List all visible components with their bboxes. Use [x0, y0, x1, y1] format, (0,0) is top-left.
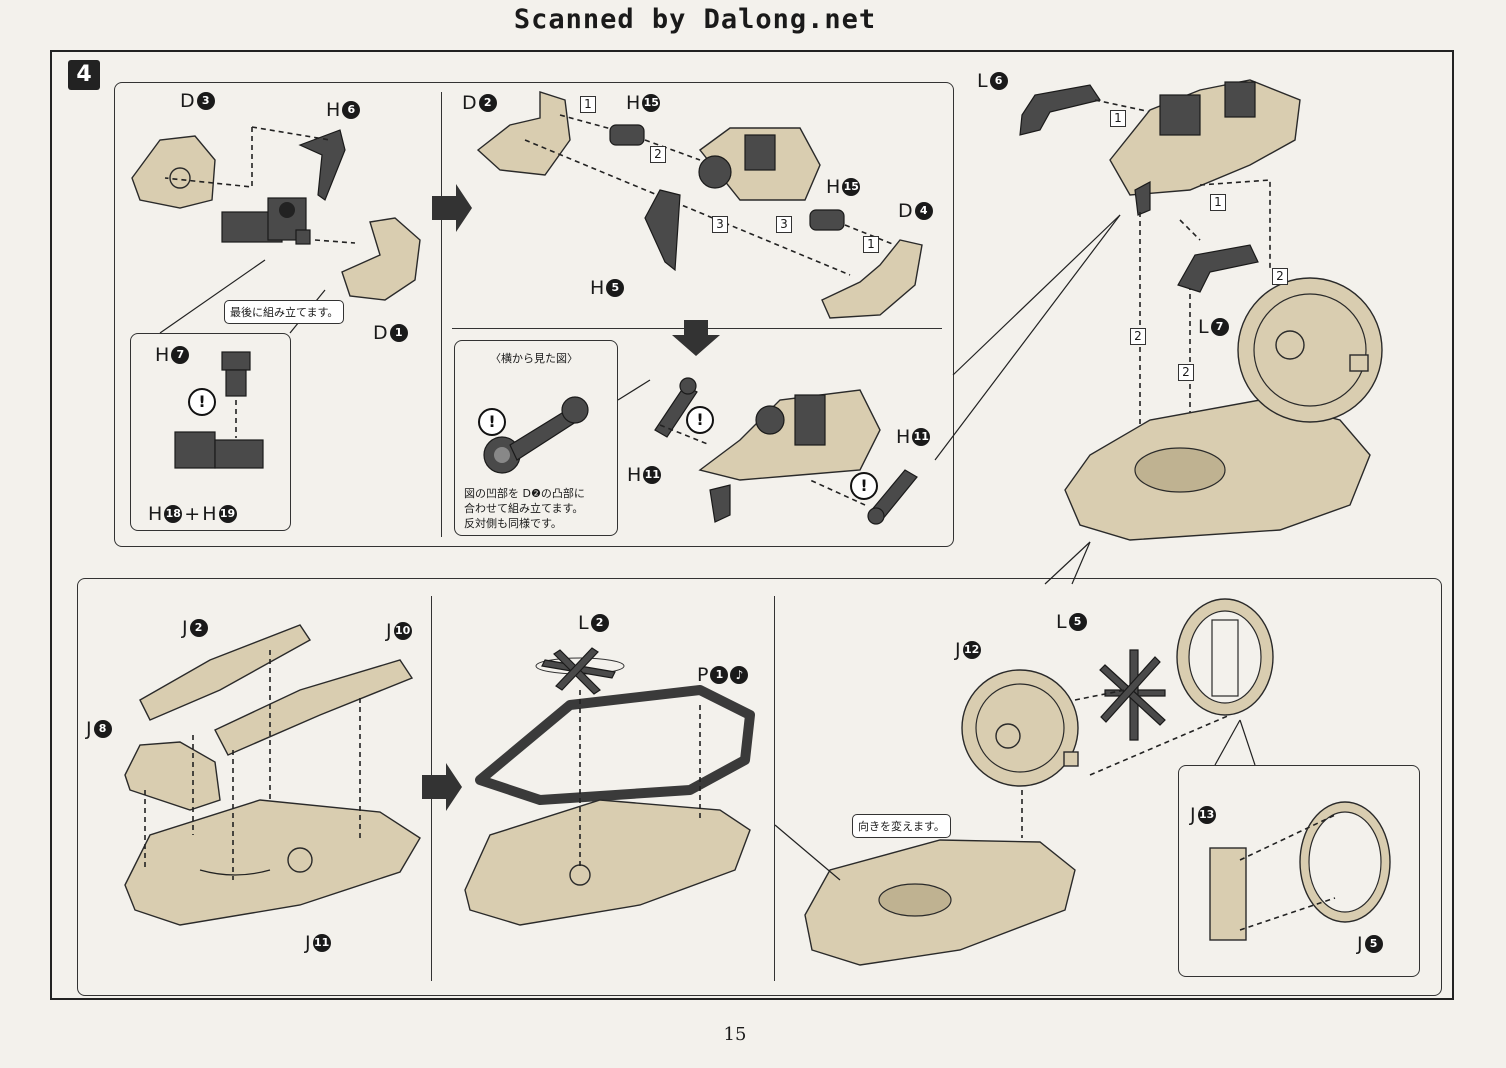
- fan-ring-illustration: [1176, 598, 1274, 716]
- change-direction-note: 向きを変えます。: [852, 814, 951, 838]
- side-view-title: 〈横から見た図〉: [490, 352, 578, 365]
- p1-frame-illustration: [475, 685, 755, 805]
- panel-divider: [774, 596, 775, 981]
- lower-assembly-panel: [77, 578, 1442, 996]
- order-mark: 1: [1110, 110, 1126, 127]
- warning-icon: !: [850, 472, 878, 500]
- h7-detail-panel: [130, 333, 291, 531]
- order-mark: 1: [1210, 194, 1226, 211]
- order-mark: 2: [1178, 364, 1194, 381]
- step-frame: [50, 50, 1454, 1000]
- watermark-text: Scanned by Dalong.net: [513, 4, 877, 35]
- l6-part-illustration: [1019, 84, 1101, 136]
- order-mark: 1: [863, 236, 879, 253]
- h11-link-illustration-2: [867, 469, 918, 525]
- step-number: 4: [68, 60, 100, 90]
- fan-ring-detail-panel: [1178, 765, 1420, 977]
- order-mark: 3: [712, 216, 728, 233]
- l2-fan-illustration: [535, 647, 625, 695]
- warning-icon: !: [686, 406, 714, 434]
- j2-part-illustration: [139, 624, 312, 721]
- j13-hinge-illustration: [1209, 847, 1247, 941]
- panel-divider: [441, 92, 442, 537]
- down-arrow: [672, 320, 720, 356]
- upper-assembly-panel: [114, 82, 954, 547]
- h5-part-illustration: [644, 189, 681, 272]
- order-mark: 3: [776, 216, 792, 233]
- order-mark: 2: [1272, 268, 1288, 285]
- side-view-panel: [454, 340, 618, 536]
- j11-base-illustration: [124, 799, 421, 926]
- h15-part-illustration: [609, 124, 645, 146]
- weapon-assembly-illustration: [1109, 79, 1301, 216]
- d1-part-illustration: [341, 217, 421, 301]
- j8-part-illustration: [124, 741, 221, 811]
- warning-icon: !: [188, 388, 216, 416]
- hovercraft-base-illustration: [464, 799, 751, 926]
- page-number: 15: [723, 1024, 747, 1045]
- h15-part-illustration-2: [809, 209, 845, 231]
- d4-part-illustration: [821, 239, 923, 319]
- side-view-note: 図の凹部を D❷の凸部に 合わせて組み立てます。 反対側も同様です。: [464, 487, 585, 530]
- hovercraft-body-illustration: [1064, 277, 1383, 541]
- ring-detail-illustration: [1299, 801, 1391, 923]
- music-note-icon: ♪: [730, 666, 749, 684]
- warning-icon: !: [478, 408, 506, 436]
- barrel-unit-illustration: [698, 389, 881, 523]
- j12-fan-housing-illustration: [961, 669, 1079, 787]
- d3-part-illustration: [131, 135, 216, 209]
- h6-part-illustration: [298, 129, 346, 201]
- next-step-arrow: [432, 184, 472, 232]
- l7-part-illustration: [1177, 244, 1259, 293]
- d2-part-illustration: [476, 91, 571, 176]
- h11-link-illustration: [654, 377, 698, 438]
- barrel-part-illustration: [221, 197, 311, 245]
- order-mark: 2: [1130, 328, 1146, 345]
- j10-part-illustration: [214, 659, 414, 756]
- barrel-assembly-illustration: [698, 127, 821, 201]
- hovercraft-assembled-illustration: [804, 839, 1076, 966]
- next-step-arrow: [422, 763, 462, 811]
- h7-part-illustration: [221, 351, 251, 397]
- l5-fan-illustration: [1099, 649, 1166, 741]
- assemble-last-note: 最後に組み立てます。: [224, 300, 345, 324]
- side-view-link-illustration: [483, 396, 589, 474]
- order-mark: 1: [580, 96, 596, 113]
- order-mark: 2: [650, 146, 666, 163]
- h18-h19-part-illustration: [174, 431, 264, 469]
